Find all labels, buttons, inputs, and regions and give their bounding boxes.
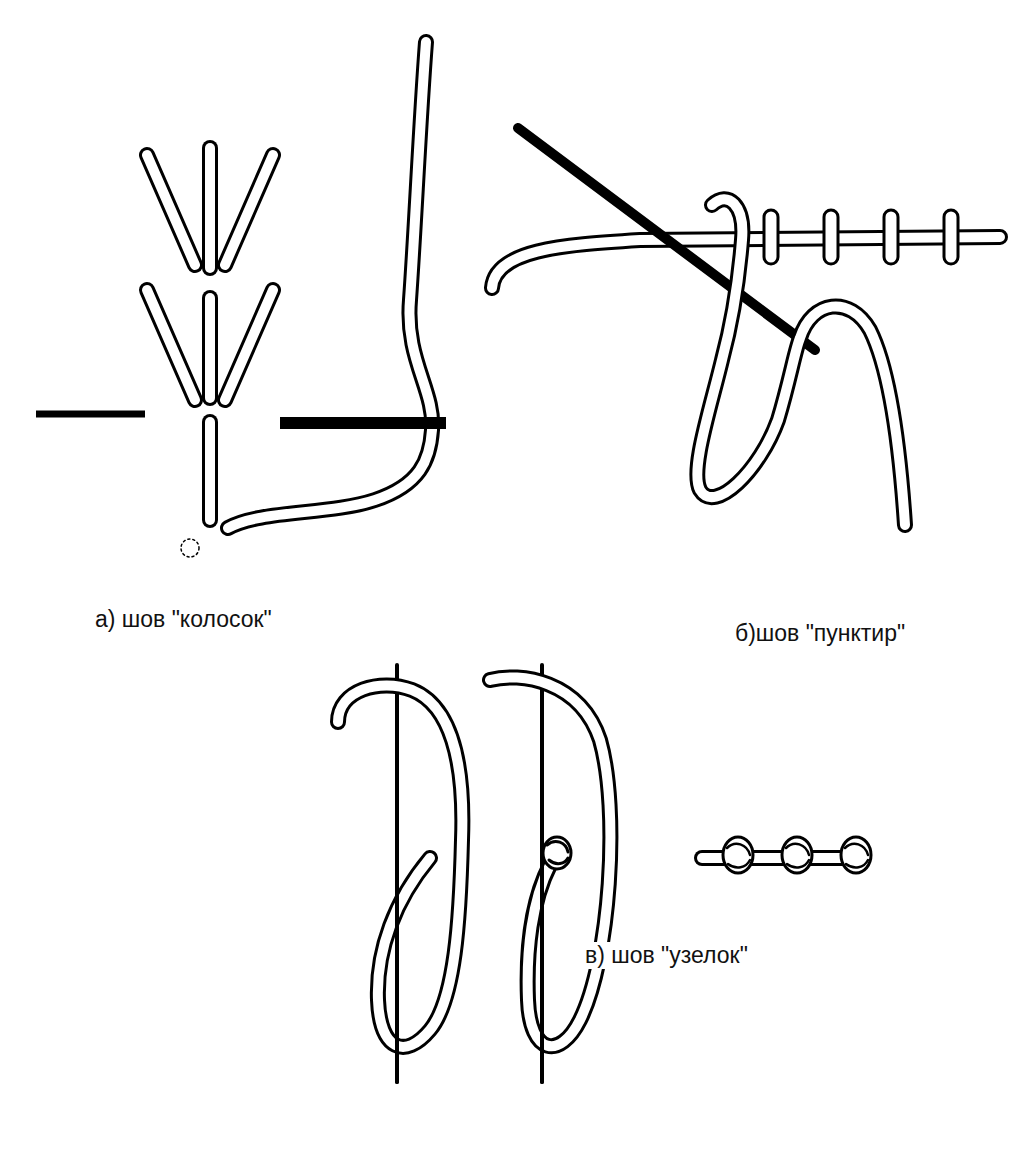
caption-label: б)шов "пунктир" — [733, 620, 907, 647]
knot-stitch-drawing — [338, 665, 871, 1082]
caption-label: а) шов "колосок" — [93, 606, 274, 633]
dotted-stitch-drawing — [492, 128, 1000, 525]
spike-stitch-drawing — [36, 42, 446, 557]
caption-label: в) шов "узелок" — [583, 942, 750, 969]
